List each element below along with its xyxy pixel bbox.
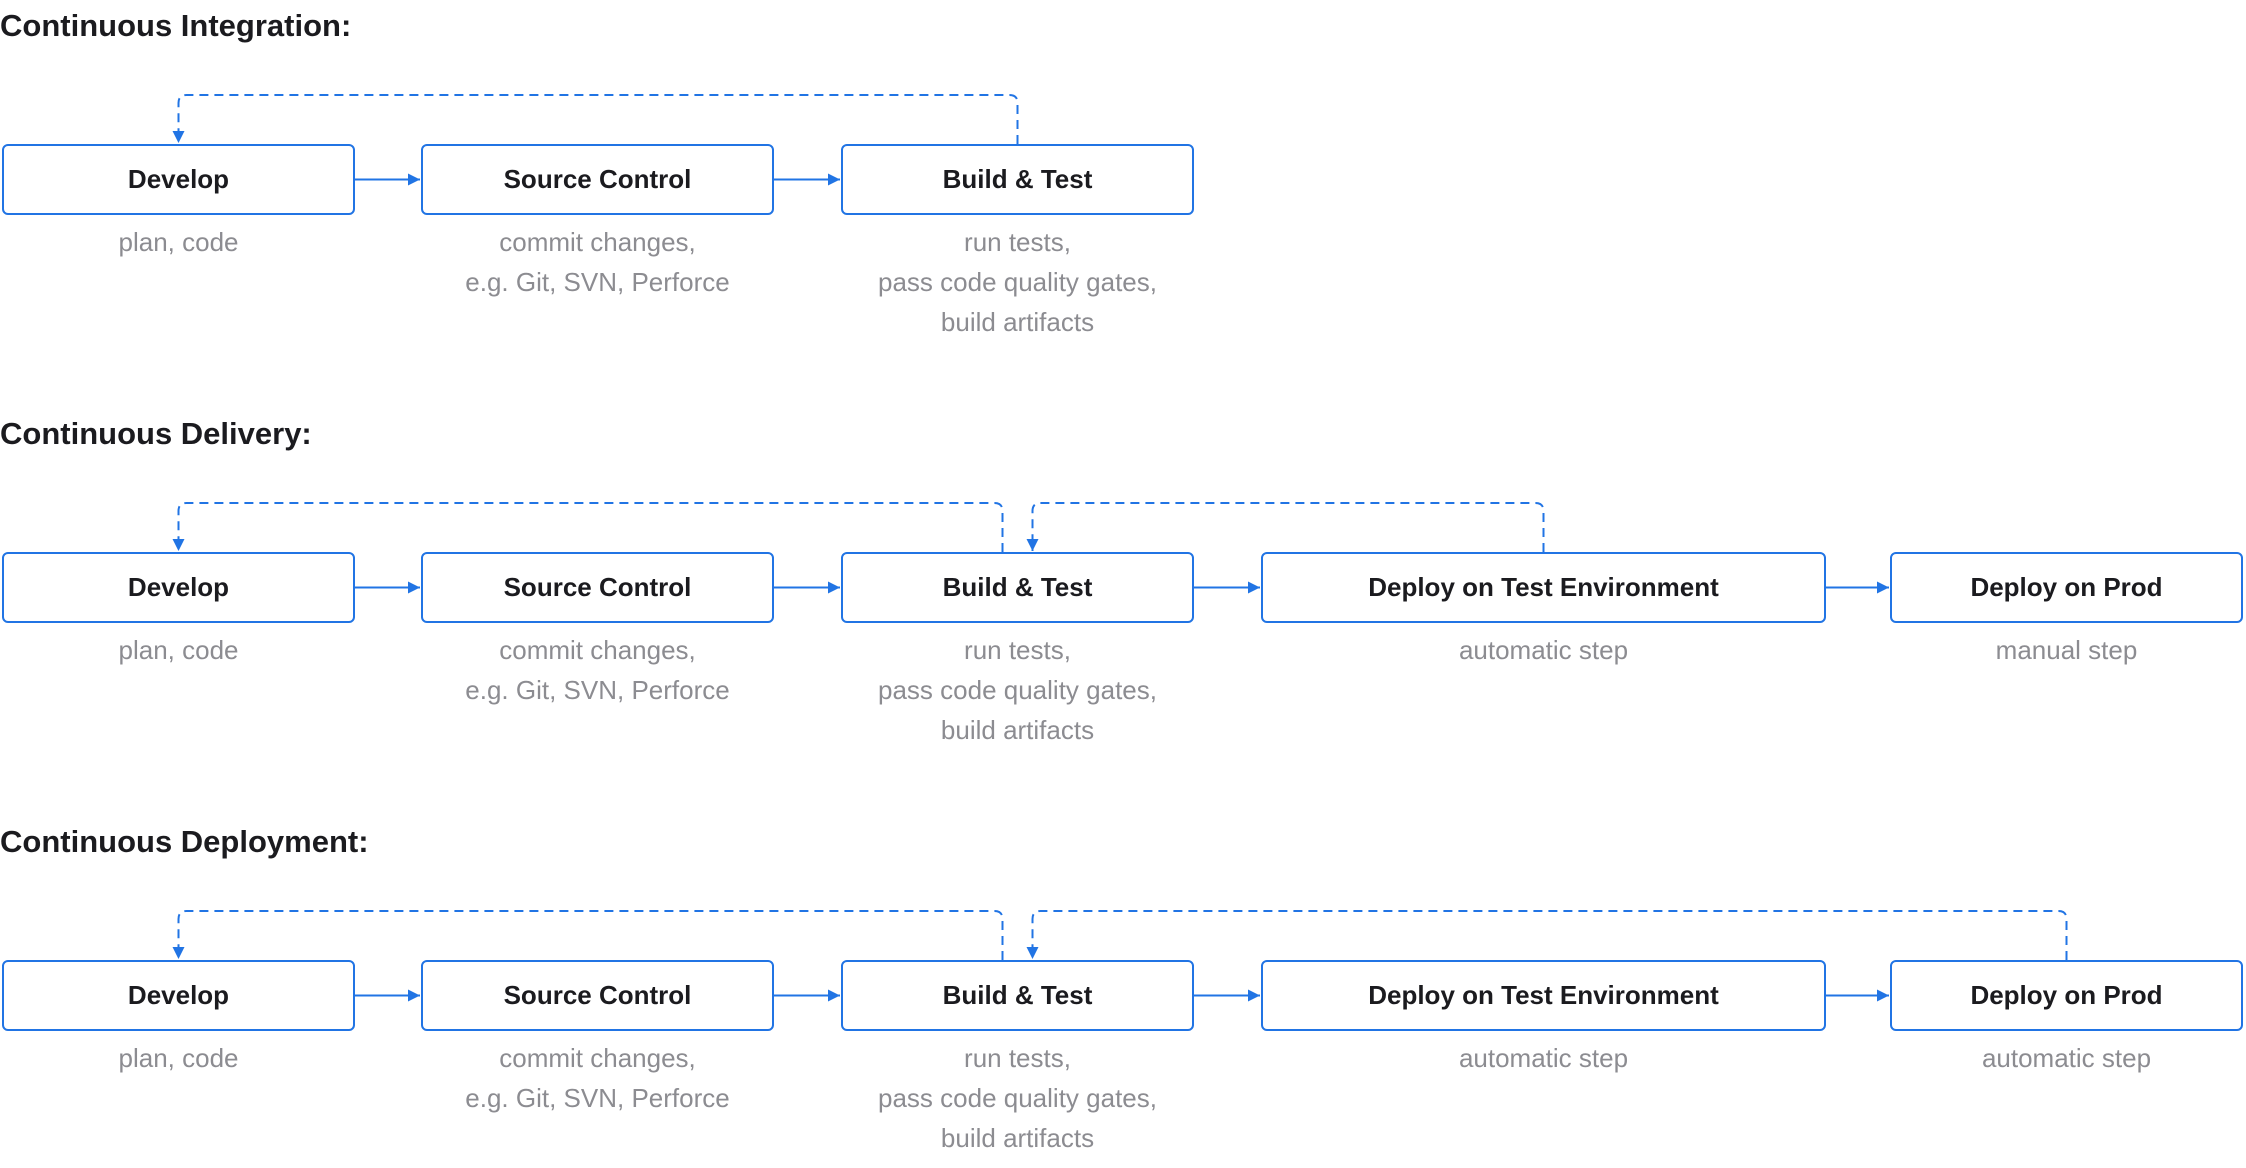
stage-box-deploy-on-test-environment: Deploy on Test Environment bbox=[1261, 552, 1826, 623]
feedback-loop-deploy-on-test-environment-to-build-and-test bbox=[1026, 502, 1545, 552]
stage-box-build-and-test: Build & Test bbox=[841, 960, 1194, 1031]
stage-box-source-control: Source Control bbox=[421, 960, 774, 1031]
stage-box-deploy-on-prod: Deploy on Prod bbox=[1890, 552, 2243, 623]
stage-description-build-and-test: run tests, pass code quality gates, buil… bbox=[878, 227, 1157, 337]
stage-box-develop: Develop bbox=[2, 960, 355, 1031]
feedback-loop-build-and-test-to-develop bbox=[172, 94, 1019, 144]
section-continuous-deployment-title: Continuous Deployment: bbox=[0, 824, 369, 859]
stage-description-source-control: commit changes, e.g. Git, SVN, Perforce bbox=[465, 1043, 730, 1113]
stage-description-deploy-on-test-environment: automatic step bbox=[1458, 1043, 1629, 1073]
section-continuous-delivery-title: Continuous Delivery: bbox=[0, 416, 312, 451]
feedback-loop-deploy-on-prod-to-build-and-test bbox=[1026, 910, 2068, 960]
stage-box-deploy-on-prod: Deploy on Prod bbox=[1890, 960, 2243, 1031]
stage-description-source-control: commit changes, e.g. Git, SVN, Perforce bbox=[465, 227, 730, 297]
stage-description-build-and-test: run tests, pass code quality gates, buil… bbox=[878, 635, 1157, 745]
feedback-loop-build-and-test-to-develop bbox=[172, 910, 1004, 960]
stage-description-develop: plan, code bbox=[118, 1043, 239, 1073]
stage-description-deploy-on-prod: automatic step bbox=[1981, 1043, 2152, 1073]
stage-description-develop: plan, code bbox=[118, 227, 239, 257]
stage-box-build-and-test: Build & Test bbox=[841, 144, 1194, 215]
stage-description-deploy-on-test-environment: automatic step bbox=[1458, 635, 1629, 665]
stage-box-source-control: Source Control bbox=[421, 552, 774, 623]
stage-box-deploy-on-test-environment: Deploy on Test Environment bbox=[1261, 960, 1826, 1031]
stage-description-deploy-on-prod: manual step bbox=[1995, 635, 2138, 665]
section-continuous-integration-title: Continuous Integration: bbox=[0, 8, 352, 43]
stage-description-develop: plan, code bbox=[118, 635, 239, 665]
stage-box-source-control: Source Control bbox=[421, 144, 774, 215]
stage-box-develop: Develop bbox=[2, 144, 355, 215]
stage-box-develop: Develop bbox=[2, 552, 355, 623]
stage-box-build-and-test: Build & Test bbox=[841, 552, 1194, 623]
stage-description-source-control: commit changes, e.g. Git, SVN, Perforce bbox=[465, 635, 730, 705]
stage-description-build-and-test: run tests, pass code quality gates, buil… bbox=[878, 1043, 1157, 1153]
feedback-loop-build-and-test-to-develop bbox=[172, 502, 1004, 552]
